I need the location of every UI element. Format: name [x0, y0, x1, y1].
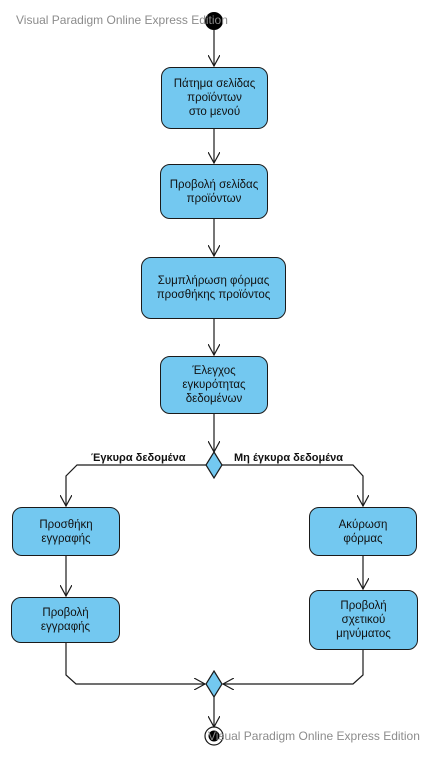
- flow-decision-to-cancel: [222, 464, 363, 506]
- flow-message-to-merge: [223, 650, 364, 684]
- action-cancel-form: Ακύρωση φόρμας: [309, 507, 417, 556]
- action-view-record: Προβολή εγγραφής: [11, 597, 120, 643]
- action-fill-add-product-form: Συμπλήρωση φόρμας προσθήκης προϊόντος: [141, 257, 286, 319]
- action-add-record: Προσθήκη εγγραφής: [12, 507, 120, 556]
- merge-node: [205, 669, 223, 699]
- action-view-message: Προβολή σχετικού μηνύματος: [309, 590, 418, 650]
- final-node-inner: [208, 730, 220, 742]
- action-click-products-page: Πάτημα σελίδας προϊόντων στο μενού: [161, 67, 268, 129]
- initial-node: [205, 12, 223, 30]
- guard-valid-data: Έγκυρα δεδομένα: [91, 452, 186, 464]
- action-view-products-page: Προβολή σελίδας προϊόντων: [160, 164, 268, 219]
- guard-invalid-data: Μη έγκυρα δεδομένα: [234, 452, 344, 464]
- decision-node: [205, 450, 223, 480]
- watermark-top: Visual Paradigm Online Express Edition: [16, 13, 228, 27]
- flow-decision-to-add: [66, 464, 206, 506]
- watermark-bottom: Visual Paradigm Online Express Edition: [208, 729, 420, 743]
- flow-view-record-to-merge: [65, 643, 205, 684]
- action-validate-data: Έλεγχος εγκυρότητας δεδομένων: [160, 356, 268, 414]
